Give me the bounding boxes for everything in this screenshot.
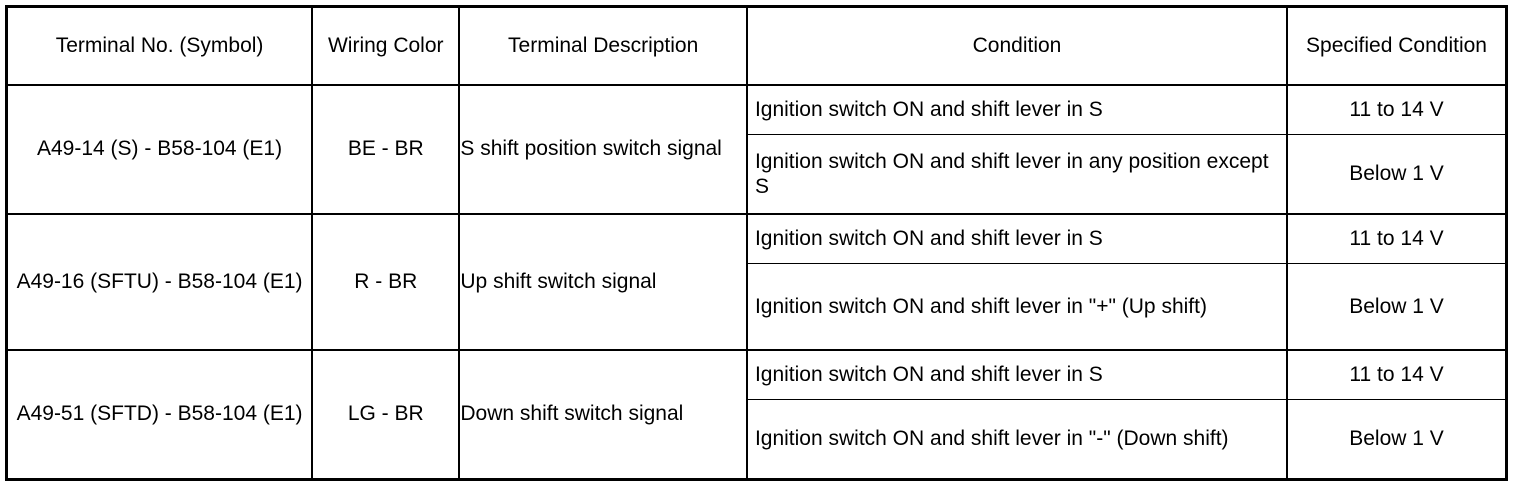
terminal-specification-table: Terminal No. (Symbol) Wiring Color Termi…	[5, 5, 1508, 481]
cell-specified-group: 11 to 14 V Below 1 V	[1286, 349, 1508, 481]
cell-wiring-color: R - BR	[311, 213, 461, 351]
table-row: A49-14 (S) - B58-104 (E1) BE - BR S shif…	[5, 84, 1508, 215]
cell-condition-group: Ignition switch ON and shift lever in S …	[745, 84, 1289, 215]
table-row: A49-51 (SFTD) - B58-104 (E1) LG - BR Dow…	[5, 349, 1508, 481]
header-wiring-color: Wiring Color	[311, 5, 461, 86]
cell-condition-group: Ignition switch ON and shift lever in S …	[745, 349, 1289, 481]
table-body: A49-14 (S) - B58-104 (E1) BE - BR S shif…	[5, 84, 1508, 481]
cell-terminal-no: A49-14 (S) - B58-104 (E1)	[5, 84, 314, 215]
header-row: Terminal No. (Symbol) Wiring Color Termi…	[5, 5, 1508, 86]
cell-terminal-description: S shift position switch signal	[458, 84, 748, 215]
specified-value: 11 to 14 V	[1288, 86, 1505, 135]
table-sheet: Terminal No. (Symbol) Wiring Color Termi…	[5, 5, 1508, 481]
cell-wiring-color: BE - BR	[311, 84, 461, 215]
condition-text: Ignition switch ON and shift lever in S	[747, 351, 1287, 400]
header-terminal-description: Terminal Description	[458, 5, 748, 86]
cell-terminal-description: Down shift switch signal	[458, 349, 748, 481]
specified-value: Below 1 V	[1349, 162, 1444, 186]
cell-condition-group: Ignition switch ON and shift lever in S …	[745, 213, 1289, 351]
header-terminal-no: Terminal No. (Symbol)	[5, 5, 314, 86]
specified-value: 11 to 14 V	[1288, 215, 1505, 264]
condition-text: Ignition switch ON and shift lever in an…	[754, 149, 1269, 198]
condition-text: Ignition switch ON and shift lever in "-…	[754, 427, 1229, 451]
table-header: Terminal No. (Symbol) Wiring Color Termi…	[5, 5, 1508, 86]
specified-value: Below 1 V	[1349, 427, 1444, 451]
condition-text: Ignition switch ON and shift lever in S	[747, 215, 1287, 264]
cell-terminal-no: A49-51 (SFTD) - B58-104 (E1)	[5, 349, 314, 481]
specified-value: Below 1 V	[1349, 294, 1444, 318]
cell-specified-group: 11 to 14 V Below 1 V	[1286, 213, 1508, 351]
header-specified-condition: Specified Condition	[1286, 5, 1508, 86]
cell-specified-group: 11 to 14 V Below 1 V	[1286, 84, 1508, 215]
cell-wiring-color: LG - BR	[311, 349, 461, 481]
cell-terminal-description: Up shift switch signal	[458, 213, 748, 351]
cell-terminal-no: A49-16 (SFTU) - B58-104 (E1)	[5, 213, 314, 351]
header-condition: Condition	[745, 5, 1289, 86]
condition-text: Ignition switch ON and shift lever in "+…	[754, 294, 1207, 318]
specified-value: 11 to 14 V	[1288, 351, 1505, 400]
condition-text: Ignition switch ON and shift lever in S	[747, 86, 1287, 135]
table-row: A49-16 (SFTU) - B58-104 (E1) R - BR Up s…	[5, 213, 1508, 351]
